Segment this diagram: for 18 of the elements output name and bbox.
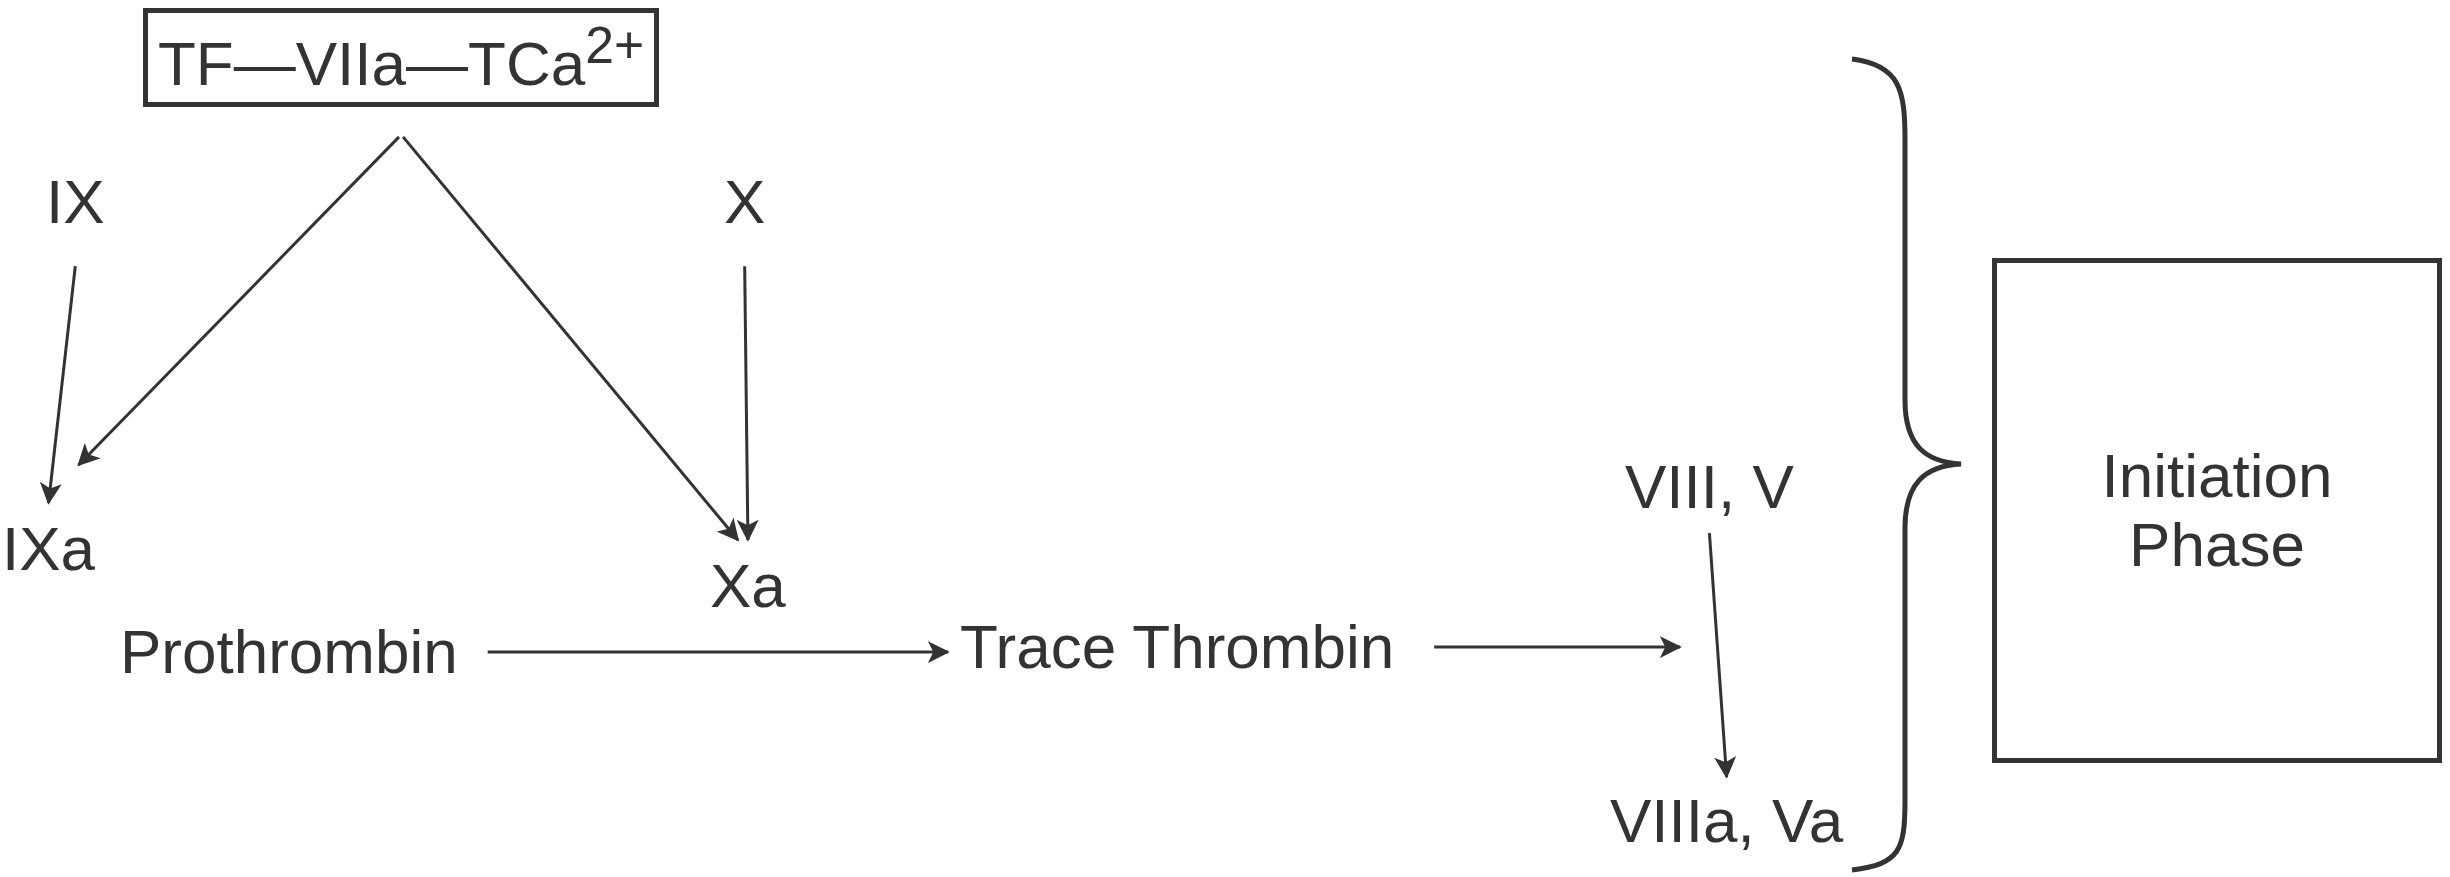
node-label: Trace Thrombin	[960, 613, 1395, 682]
node-label: X	[724, 168, 766, 237]
process-box: TF—VIIa—TCa$^{2+}$	[143, 8, 660, 107]
node-label: VIII, V	[1625, 453, 1794, 522]
node-label: IX	[46, 168, 105, 237]
phase-box	[1992, 258, 2442, 763]
arrow	[487, 641, 950, 664]
node-label: VIIIa, Va	[1610, 787, 1844, 856]
arrow	[736, 266, 759, 542]
node-label: IXa	[2, 515, 96, 584]
arrow	[401, 135, 740, 542]
arrow	[1434, 636, 1682, 659]
arrow	[1707, 533, 1737, 779]
arrow	[39, 266, 77, 505]
arrow	[77, 135, 401, 467]
phase-label: Initiation Phase	[2100, 442, 2334, 579]
node-label: Xa	[710, 552, 786, 621]
node-label: Prothrombin	[120, 618, 458, 687]
